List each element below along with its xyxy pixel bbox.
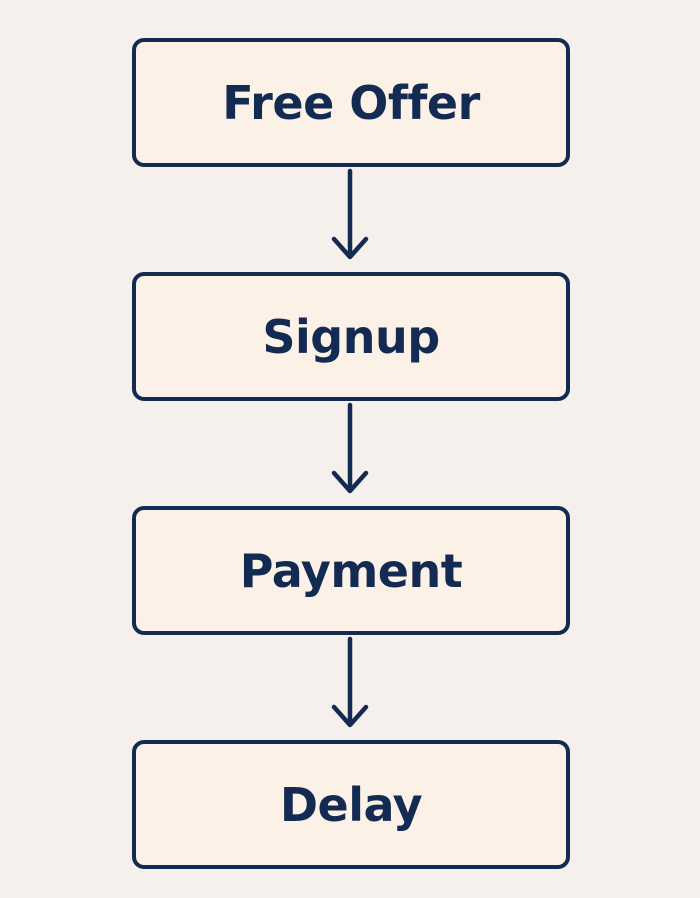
step-delay-label: Delay <box>279 777 423 832</box>
step-signup-box: Signup <box>132 272 570 401</box>
step-signup-label: Signup <box>262 309 440 364</box>
step-delay-box: Delay <box>132 740 570 869</box>
arrow-down-icon <box>331 168 369 260</box>
step-free-offer-box: Free Offer <box>132 38 570 167</box>
step-payment-label: Payment <box>239 543 463 598</box>
step-payment-box: Payment <box>132 506 570 635</box>
arrow-down-icon <box>331 636 369 728</box>
arrow-down-icon <box>331 402 369 494</box>
step-free-offer-label: Free Offer <box>222 75 480 130</box>
